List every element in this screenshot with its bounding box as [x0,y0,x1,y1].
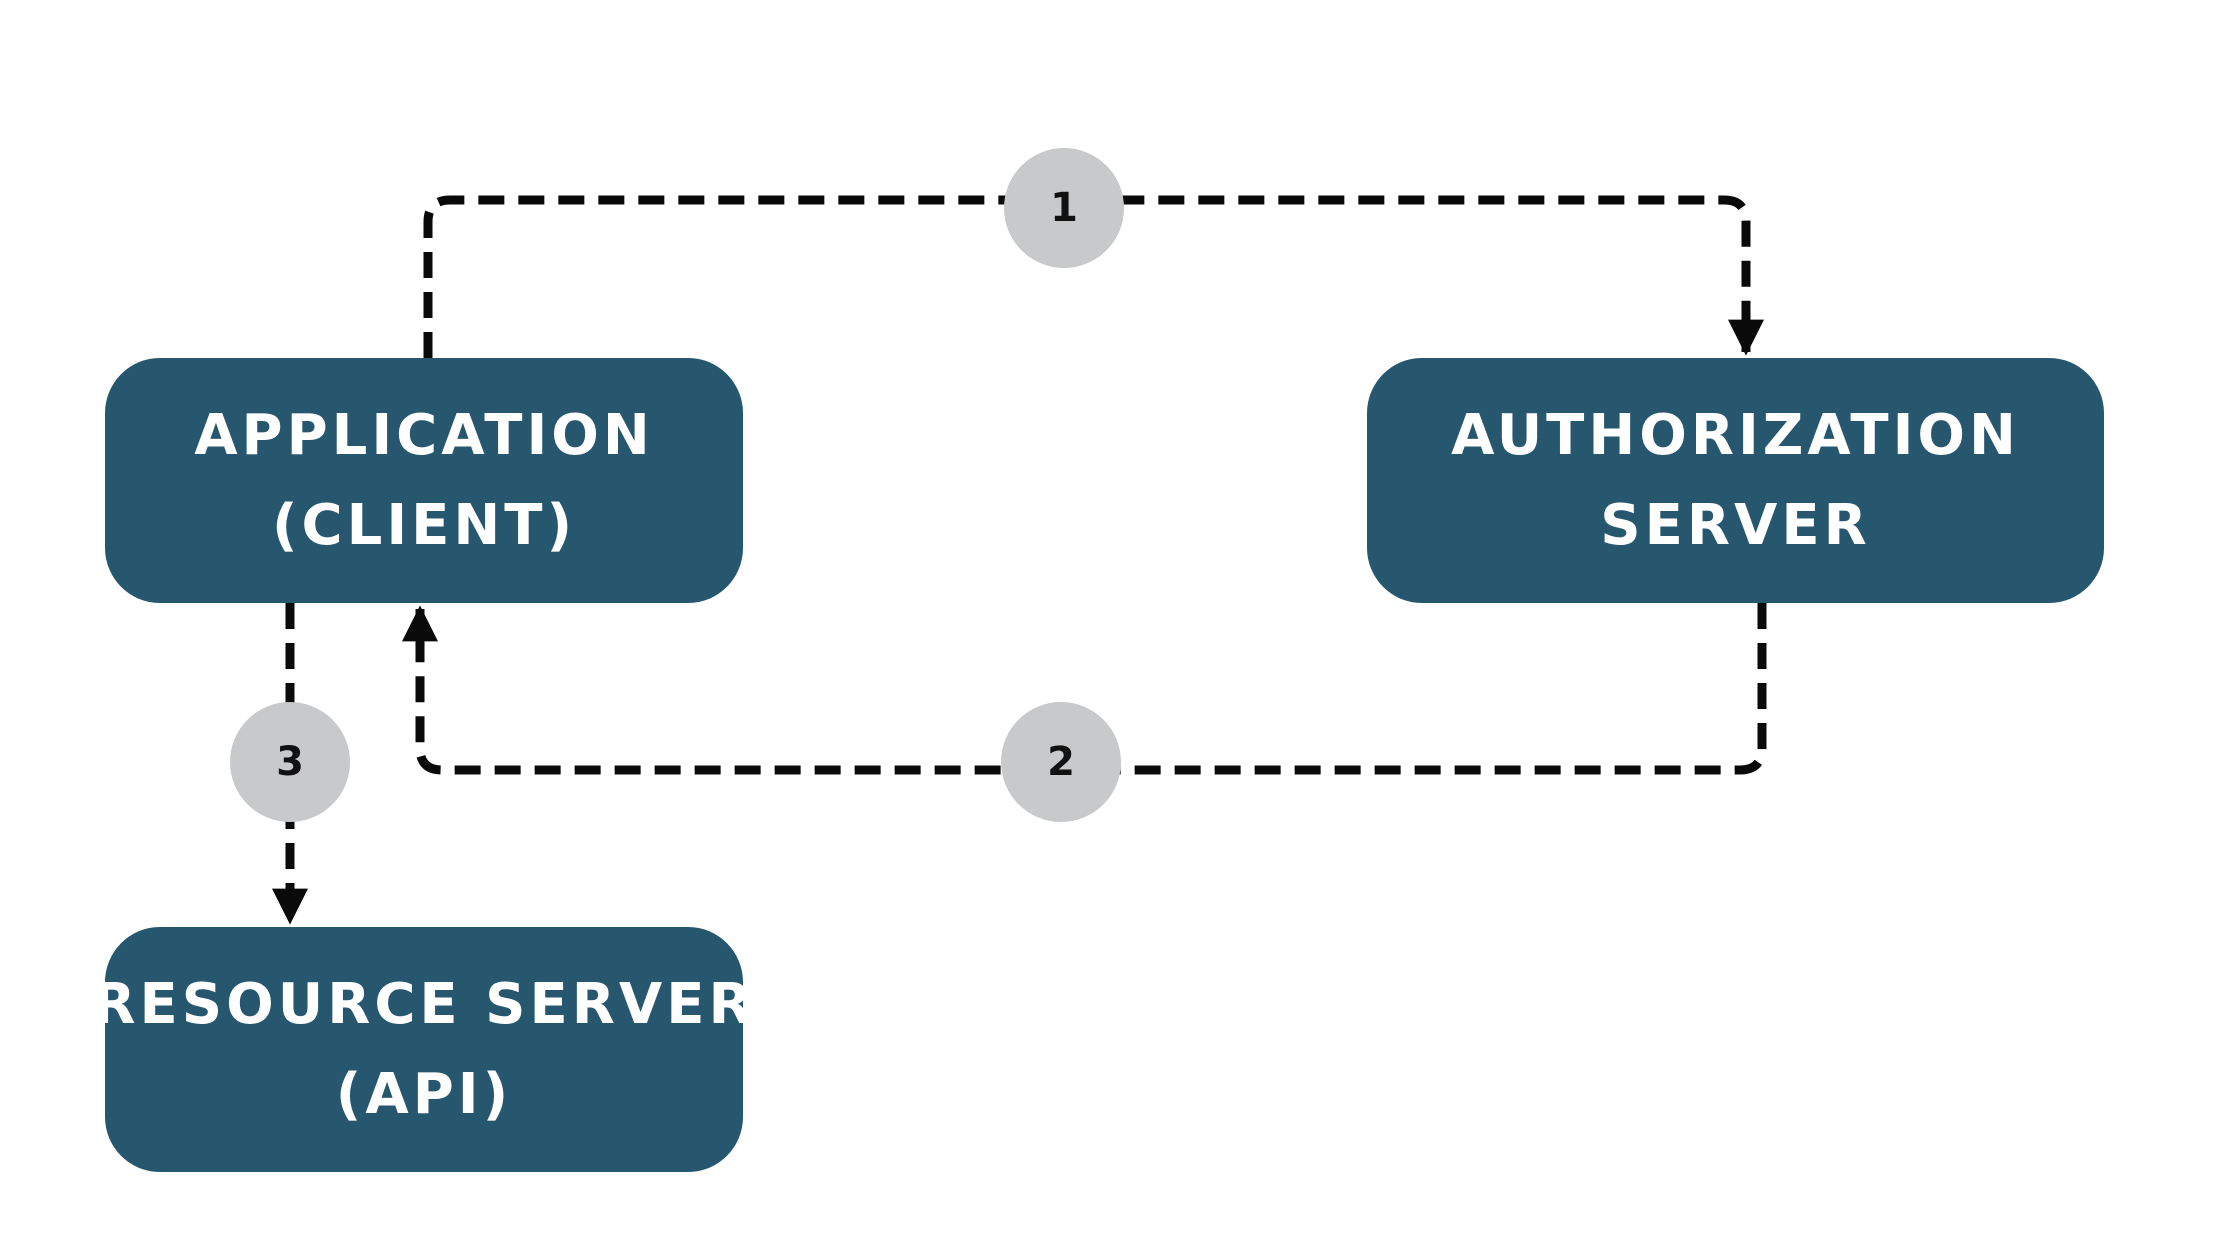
step-2-number: 2 [1047,739,1075,785]
application-label-line1: APPLICATION [194,402,654,468]
authorization-label-line2: SERVER [1600,492,1871,558]
connector-auth-to-app [402,603,1767,775]
application-client-node: APPLICATION (CLIENT) [105,358,743,603]
authorization-server-node: AUTHORIZATION SERVER [1367,358,2104,603]
step-2-badge: 2 [1001,702,1121,822]
resource-server-node: RESOURCE SERVER (API) [92,927,752,1172]
step-3-number: 3 [276,739,304,785]
resource-label-line1: RESOURCE SERVER [92,971,756,1037]
resource-label-line2: (API) [335,1061,513,1127]
step-1-number: 1 [1050,185,1078,231]
step-1-badge: 1 [1004,148,1124,268]
application-label-line2: (CLIENT) [271,492,577,558]
authorization-label-line1: AUTHORIZATION [1451,402,2020,468]
step-3-badge: 3 [230,702,350,822]
